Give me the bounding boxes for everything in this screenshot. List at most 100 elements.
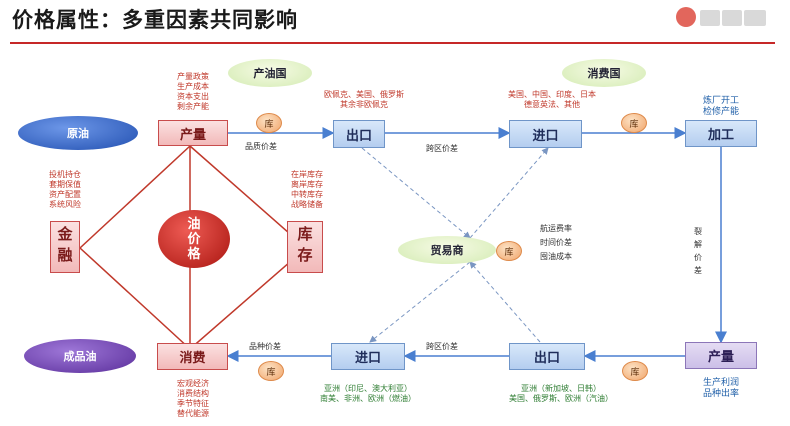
note-line: 离岸库存 — [291, 180, 323, 189]
producer-countries-note: 欧佩克、美国、俄罗斯 其余非欧佩克 — [304, 90, 424, 110]
storage-badge-label: 库 — [630, 367, 640, 378]
note-line: 囤油成本 — [540, 252, 572, 261]
import-node-bottom: 进口 — [331, 343, 405, 370]
note-line: 宏观经济 — [177, 379, 209, 388]
regional-spread-bottom-label: 跨区价差 — [426, 342, 458, 351]
note-line: 航运费率 — [540, 224, 572, 233]
consumption-node: 消费 — [157, 343, 228, 370]
crack-spread-label: 裂解价差 — [694, 227, 702, 275]
production-factors-note: 产量政策 生产成本 资本支出 剩余产能 — [158, 72, 228, 112]
note-line: 其余非欧佩克 — [340, 100, 388, 109]
note-line: 南美、非洲、欧洲（燃油） — [320, 394, 416, 403]
note-line: 炼厂开工 — [702, 96, 739, 106]
note-line: 德意英法、其他 — [524, 100, 580, 109]
export-node-top: 出口 — [333, 120, 385, 148]
crude-oil-circle: 原油 — [18, 116, 138, 150]
note-line: 检修产能 — [702, 107, 739, 117]
inventory-node: 库存 — [287, 221, 323, 273]
export-node-bottom-label: 出口 — [533, 351, 560, 366]
note-line: 品种出率 — [702, 389, 739, 399]
logo-mark-icon — [676, 7, 696, 27]
storage-badge-label: 库 — [629, 119, 639, 130]
inventory-node-label: 库存 — [295, 226, 314, 268]
inventory-types-note: 在岸库存 离岸库存 中转库存 战略储备 — [278, 170, 336, 210]
import-node-top-label: 进口 — [532, 128, 559, 144]
production-node-label: 产量 — [179, 127, 206, 143]
note-line: 资产配置 — [49, 190, 81, 199]
export-node-top-label: 出口 — [345, 128, 372, 144]
producer-country-ellipse: 产油国 — [228, 59, 312, 87]
import-node-top: 进口 — [509, 120, 582, 148]
crude-oil-label: 原油 — [67, 127, 89, 140]
storage-badge: 库 — [621, 113, 647, 133]
note-line: 剩余产能 — [177, 102, 209, 111]
note-line: 套期保值 — [49, 180, 81, 189]
consumer-country-ellipse: 消费国 — [562, 59, 646, 87]
quality-spread-label: 品质价差 — [245, 142, 277, 151]
macro-factors-note: 宏观经济 消费结构 季节特征 替代能源 — [160, 379, 226, 419]
note-line: 替代能源 — [177, 409, 209, 418]
brand-logo — [676, 6, 768, 32]
note-line: 亚洲（新加坡、日韩） — [521, 384, 601, 393]
refined-oil-label: 成品油 — [63, 350, 97, 363]
output-node-label: 产量 — [707, 350, 734, 365]
consumer-country-label: 消费国 — [587, 67, 621, 80]
logo-block — [722, 10, 742, 26]
processing-node-label: 加工 — [707, 128, 734, 143]
product-spread-label: 品种价差 — [249, 342, 281, 351]
note-line: 生产利润 — [702, 378, 739, 388]
dashed-trader-to-import-bottom — [369, 261, 471, 343]
logo-block — [700, 10, 720, 26]
note-line: 时间价差 — [540, 238, 572, 247]
storage-badge-label: 库 — [504, 247, 514, 258]
logo-block — [744, 10, 766, 26]
dashed-export-to-trader-bottom — [469, 261, 541, 343]
production-node: 产量 — [158, 120, 228, 146]
trade-costs-note: 航运费率 时间价差 囤油成本 — [540, 222, 572, 264]
storage-badge: 库 — [622, 361, 648, 381]
storage-badge: 库 — [256, 113, 282, 133]
refined-oil-circle: 成品油 — [24, 339, 136, 373]
producer-country-label: 产油国 — [253, 67, 287, 80]
trader-label: 贸易商 — [430, 244, 464, 257]
note-line: 美国、中国、印度、日本 — [508, 90, 596, 99]
note-line: 资本支出 — [177, 92, 209, 101]
refinery-note: 炼厂开工 检修产能 — [685, 96, 757, 118]
asia-regions-note: 亚洲（印尼、澳大利亚） 南美、非洲、欧洲（燃油） — [298, 384, 438, 404]
processing-node: 加工 — [685, 120, 757, 147]
regional-spread-top-label: 跨区价差 — [426, 144, 458, 153]
consumer-countries-note: 美国、中国、印度、日本 德意英法、其他 — [484, 90, 620, 110]
dashed-trader-to-import — [469, 147, 549, 239]
export-node-bottom: 出口 — [509, 343, 585, 370]
note-line: 美国、俄罗斯、欧洲（汽油） — [509, 394, 613, 403]
finance-factors-note: 投机持仓 套期保值 资产配置 系统风险 — [36, 170, 94, 210]
oil-price-char: 价 — [187, 231, 201, 247]
import-node-bottom-label: 进口 — [354, 351, 381, 366]
note-line: 投机持仓 — [49, 170, 81, 179]
storage-badge-label: 库 — [264, 119, 274, 130]
note-line: 季节特征 — [177, 399, 209, 408]
trader-ellipse: 贸易商 — [398, 236, 496, 264]
oil-price-char: 油 — [187, 216, 201, 232]
note-line: 战略储备 — [291, 200, 323, 209]
note-line: 系统风险 — [49, 200, 81, 209]
export-regions-note: 亚洲（新加坡、日韩） 美国、俄罗斯、欧洲（汽油） — [486, 384, 636, 404]
note-line: 生产成本 — [177, 82, 209, 91]
oil-price-char: 格 — [187, 246, 201, 262]
dashed-export-to-trader — [361, 147, 471, 239]
note-line: 亚洲（印尼、澳大利亚） — [324, 384, 412, 393]
storage-badge-label: 库 — [266, 367, 276, 378]
note-line: 消费结构 — [177, 389, 209, 398]
oil-price-circle: 油 价 格 — [158, 210, 230, 268]
consumption-node-label: 消费 — [179, 351, 206, 366]
finance-node-label: 金融 — [55, 226, 74, 268]
output-factors-note: 生产利润 品种出率 — [685, 378, 757, 400]
title-divider — [10, 42, 775, 44]
storage-badge: 库 — [496, 241, 522, 261]
note-line: 产量政策 — [177, 72, 209, 81]
note-line: 欧佩克、美国、俄罗斯 — [324, 90, 404, 99]
page-title: 价格属性：多重因素共同影响 — [12, 8, 298, 32]
output-node: 产量 — [685, 342, 757, 369]
note-line: 中转库存 — [291, 190, 323, 199]
